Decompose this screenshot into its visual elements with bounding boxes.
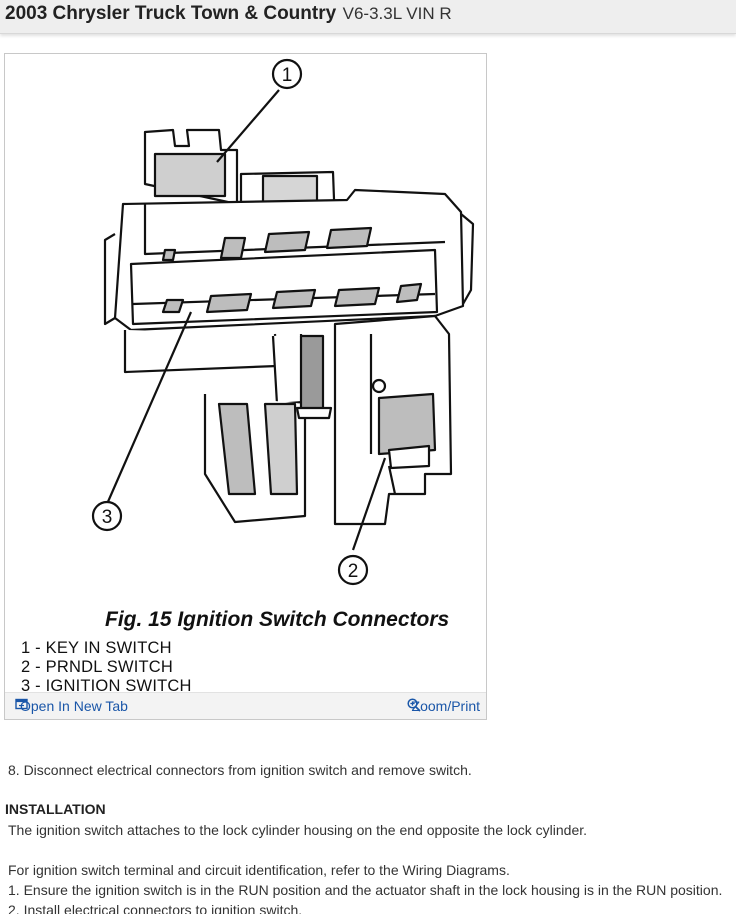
open-in-new-tab-label: Open In New Tab — [20, 698, 128, 714]
vehicle-title: 2003 Chrysler Truck Town & Country — [5, 3, 337, 24]
callout-3-circle — [91, 500, 123, 532]
callout-1-circle — [271, 58, 303, 90]
callout-2-label: 2 — [348, 561, 359, 582]
lower-pin — [271, 288, 317, 310]
lower-pin — [395, 282, 423, 304]
callout-3-label: 3 — [102, 507, 113, 528]
figure-action-bar: Open In New Tab Zoom/Print — [5, 692, 486, 719]
lower-pin — [205, 292, 253, 314]
zoom-print-link[interactable]: Zoom/Print — [406, 698, 480, 714]
installation-step: 1. Ensure the ignition switch is in the … — [8, 882, 723, 898]
engine-subtitle: V6-3.3L VIN R — [342, 4, 452, 23]
switch-lower-body — [123, 330, 279, 374]
page-header: 2003 Chrysler Truck Town & Country V6-3.… — [0, 0, 736, 34]
zoom-print-label: Zoom/Print — [411, 698, 480, 714]
installation-heading: INSTALLATION — [5, 801, 106, 817]
wiring-reference-text: For ignition switch terminal and circuit… — [8, 862, 510, 878]
upper-pin — [325, 226, 373, 250]
open-in-new-tab-link[interactable]: Open In New Tab — [15, 698, 128, 714]
upper-pin — [263, 230, 311, 254]
ignition-switch-illustration: 1 3 2 — [91, 58, 475, 586]
installation-step: 2. Install electrical connectors to igni… — [8, 902, 303, 914]
actuator-shaft — [299, 334, 325, 414]
figure-card: 1 3 2 Fig. 15 Ignition Switch Connectors… — [4, 53, 487, 720]
legend-item: 2 - PRNDL SWITCH — [21, 658, 174, 676]
callout-3-leader — [105, 311, 193, 505]
lower-pin — [161, 298, 185, 314]
lower-pin — [333, 286, 381, 308]
callout-1-leader — [216, 89, 280, 163]
step-8-text: 8. Disconnect electrical connectors from… — [8, 762, 472, 778]
upper-pin — [219, 236, 247, 260]
callout-2-leader — [351, 457, 387, 551]
installation-intro: The ignition switch attaches to the lock… — [8, 822, 588, 838]
callout-2-circle — [337, 554, 369, 586]
figure-caption: Fig. 15 Ignition Switch Connectors — [105, 608, 450, 631]
figure-legend: 1 - KEY IN SWITCH 2 - PRNDL SWITCH 3 - I… — [21, 639, 192, 696]
callout-1-label: 1 — [282, 65, 293, 86]
legend-item: 3 - IGNITION SWITCH — [21, 677, 192, 695]
upper-pin — [161, 248, 177, 262]
legend-item: 1 - KEY IN SWITCH — [21, 639, 172, 657]
